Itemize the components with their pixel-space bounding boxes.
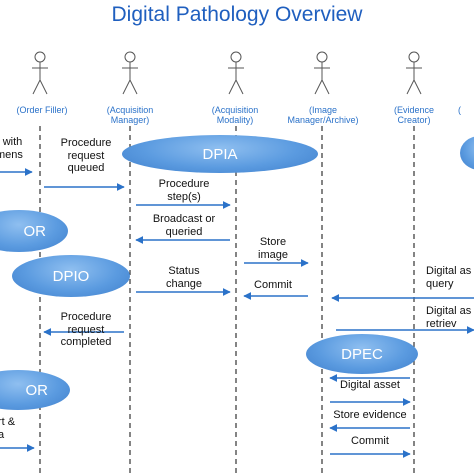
actor-label-evidence-creator: (Evidence Creator): [393, 105, 435, 125]
actor-label-acquisition-modality: (Acquisition Modality): [211, 105, 259, 125]
message-label-commit-evidence: Commit: [351, 435, 389, 447]
actor-icon-image-manager-archive: [314, 51, 330, 95]
message-label-store-evidence: Store evidence: [333, 409, 407, 421]
message-label-digital-asset: Digital asset: [340, 379, 400, 391]
message-label-report-partial: rt &a: [0, 416, 16, 441]
profile-oval-partial-right: [460, 136, 474, 170]
actor-label-image-manager-archive: (Image Manager/Archive): [287, 105, 359, 125]
diagram-title: Digital Pathology Overview: [111, 3, 363, 26]
actor-icon-acquisition-modality: [228, 51, 244, 95]
actor-icon-evidence-creator: [406, 51, 422, 95]
message-label-commit-image: Commit: [254, 279, 292, 291]
profile-oval-dpec: DPEC: [306, 334, 418, 374]
actor-label-order-filler: (Order Filler): [16, 105, 68, 115]
actor-label-partial: (: [458, 105, 461, 115]
profile-oval-dpio: DPIO: [12, 255, 130, 297]
actor-icon-acquisition-manager: [122, 51, 138, 95]
profile-oval-dpia: DPIA: [122, 135, 318, 173]
actor-icon-order-filler: [32, 51, 48, 95]
actor-label-acquisition-manager: (Acquisition Manager): [106, 105, 154, 125]
